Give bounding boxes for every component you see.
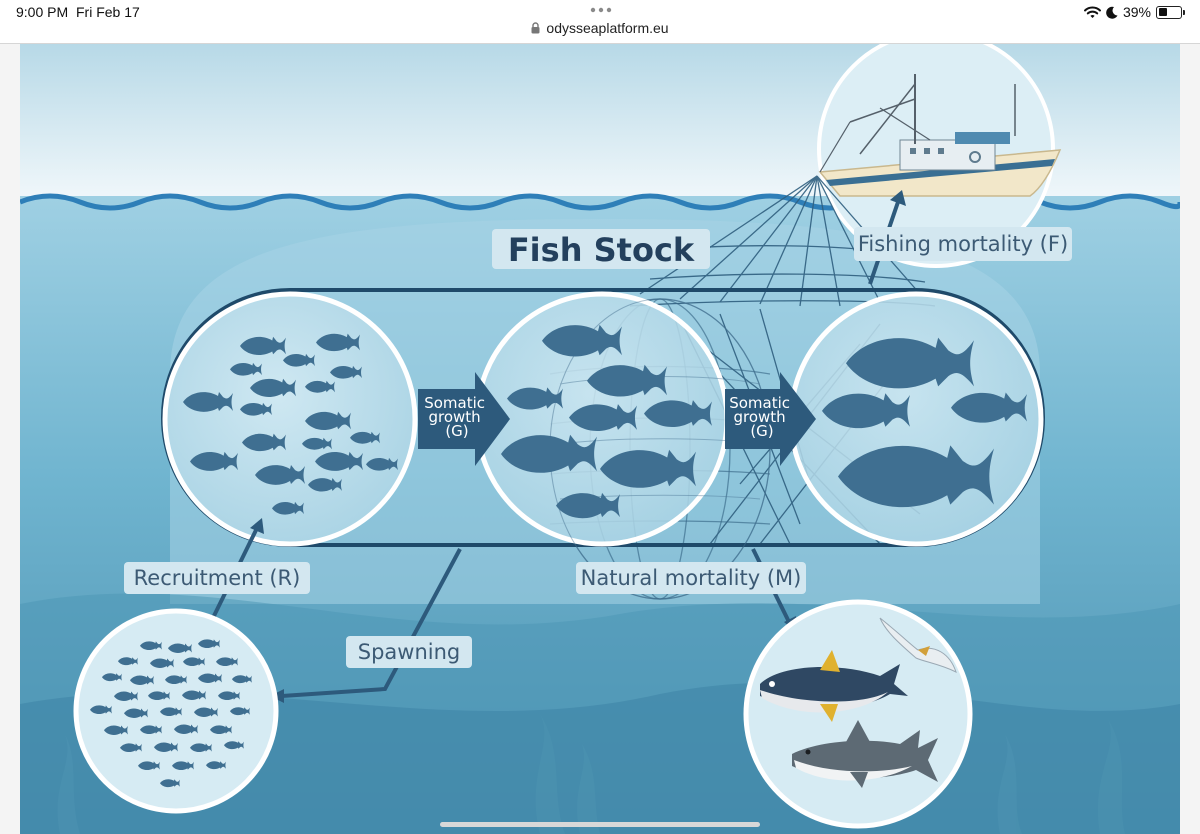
moon-icon xyxy=(1106,6,1118,19)
wifi-icon xyxy=(1083,6,1101,18)
recruitment-label: Recruitment (R) xyxy=(134,566,301,590)
fishing-mortality-label: Fishing mortality (F) xyxy=(858,232,1068,256)
tuna-icon xyxy=(760,650,908,722)
spawning-arrow xyxy=(281,548,462,698)
somatic-growth-label-1: Somatic growth (G) xyxy=(424,394,490,440)
natural-mortality-label-box xyxy=(576,562,806,594)
predators-circle xyxy=(743,599,973,829)
juvenile-fish-circle xyxy=(162,291,418,547)
ellipsis-icon[interactable] xyxy=(589,5,613,15)
battery-icon xyxy=(1156,5,1185,19)
seaweed xyxy=(57,714,1125,834)
spawning-label-box xyxy=(346,636,472,668)
natural-mortality-label: Natural mortality (M) xyxy=(581,566,802,590)
url-text: odysseaplatform.eu xyxy=(546,20,669,36)
fish-stock-diagram: Fish Stock xyxy=(20,44,1180,834)
shark-icon xyxy=(792,720,938,788)
battery-fill xyxy=(1158,8,1167,16)
somatic-growth-label-2: Somatic growth (G) xyxy=(729,394,795,440)
fish-stock-title: Fish Stock xyxy=(508,231,695,269)
spawning-label: Spawning xyxy=(358,640,461,664)
recruitment-arrowhead xyxy=(250,518,264,534)
battery-percent: 39% xyxy=(1122,4,1151,20)
bird-icon xyxy=(879,617,957,673)
page-margin-left xyxy=(0,44,20,834)
home-indicator[interactable] xyxy=(440,822,760,827)
fishing-mortality-label-box xyxy=(854,227,1072,261)
status-time: 9:00 PM xyxy=(16,4,69,20)
lock-icon xyxy=(531,22,540,34)
status-indicators: 39% xyxy=(1083,3,1185,21)
recruitment-label-box xyxy=(124,562,310,594)
fishing-boat-icon xyxy=(818,74,1062,197)
somatic-growth-arrow-1 xyxy=(418,372,510,466)
diagram-container: Fish Stock xyxy=(20,44,1180,834)
fish-stock-title-box xyxy=(492,229,710,269)
somatic-growth-arrow-2 xyxy=(725,372,816,466)
status-date: Fri Feb 17 xyxy=(76,4,140,20)
fishing-mortality-arrowhead xyxy=(890,190,906,206)
page-margin-right xyxy=(1180,44,1200,834)
status-bar: 9:00 PM Fri Feb 17 odysseaplatform.eu 39… xyxy=(0,0,1200,44)
address-bar[interactable]: odysseaplatform.eu xyxy=(0,20,1200,36)
toolbar-divider xyxy=(0,43,1200,44)
adult-fish-circle xyxy=(788,291,1044,547)
